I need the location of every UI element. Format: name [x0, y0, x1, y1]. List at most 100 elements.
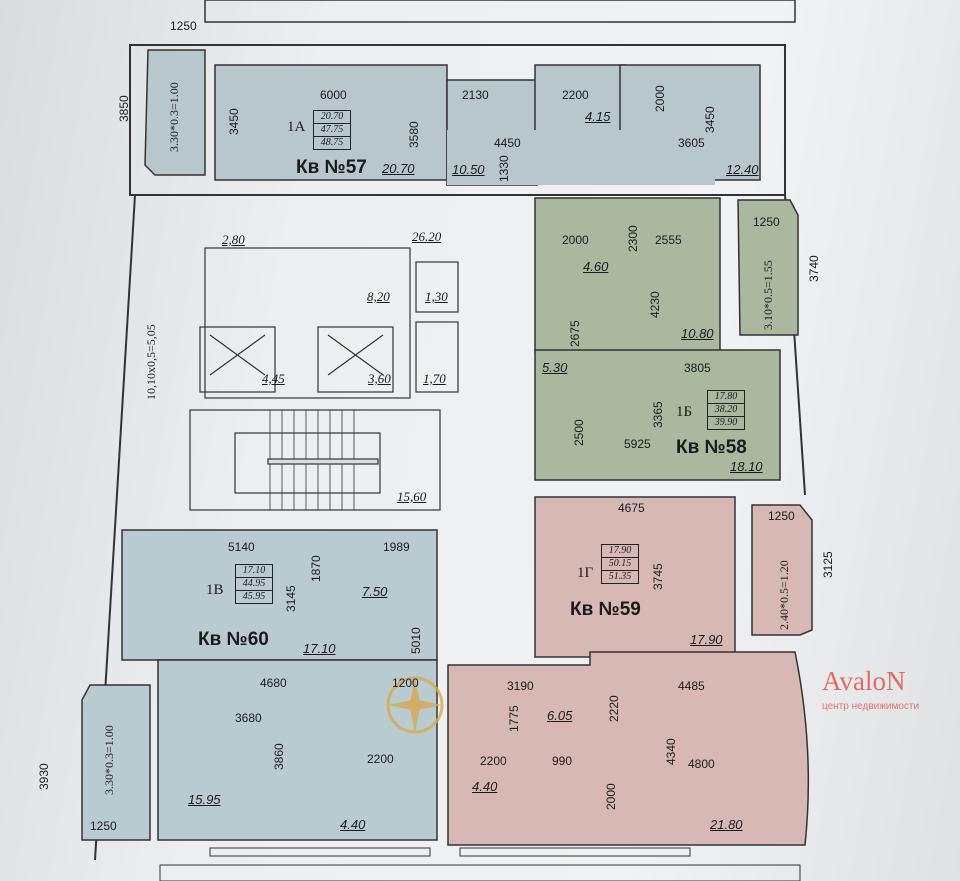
stairwell	[189, 409, 441, 511]
room-area: 4.15	[585, 109, 611, 124]
loggia-area: 10,10x0,5=5,05	[144, 324, 158, 400]
apartment-57-number: Кв №57	[296, 157, 367, 178]
dimension: 1200	[392, 676, 419, 690]
room-area: 20.70	[382, 161, 415, 176]
dimension: 1250	[170, 19, 197, 33]
room-area: 17.90	[690, 632, 723, 647]
dimension: 2200	[480, 754, 507, 768]
vestibule-area: 2,80	[222, 232, 245, 247]
dimension: 1250	[768, 509, 795, 523]
room-area: 12.40	[726, 162, 759, 177]
watermark-compass-icon	[386, 676, 444, 734]
room-area: 18.10	[730, 459, 763, 474]
dimension: 2500	[572, 419, 586, 446]
dimension: 3145	[284, 585, 298, 612]
upper-floor-fragment	[204, 0, 796, 23]
dimension: 1989	[383, 540, 410, 554]
apartment-58-shape	[534, 197, 799, 481]
apartment-57-shape	[144, 49, 761, 186]
room-area: 21.80	[710, 817, 743, 832]
room-area: 10.50	[452, 162, 485, 177]
dimension: 2220	[607, 695, 621, 722]
room-area: 4.60	[583, 259, 609, 274]
balcony-area: 2.40*0.5=1.20	[777, 560, 791, 630]
dimension: 2000	[562, 233, 589, 247]
apartment-57-type: 1A	[287, 119, 306, 135]
apartment-59-type: 1Г	[577, 565, 594, 581]
dimension: 4675	[618, 501, 645, 515]
dimension: 3450	[227, 108, 241, 135]
watermark-logo: AvaloN	[822, 666, 906, 696]
dimension: 6000	[320, 88, 347, 102]
dimension: 3860	[272, 743, 286, 770]
dimension: 3930	[37, 763, 51, 790]
room-area: 4.40	[340, 817, 366, 832]
dimension: 4680	[260, 676, 287, 690]
dimension: 1250	[90, 819, 117, 833]
corridor-area: 26.20	[412, 229, 442, 244]
dimension: 4230	[648, 291, 662, 318]
dimension: 2200	[562, 88, 589, 102]
dimension: 1775	[507, 705, 521, 732]
shaft-area: 1,30	[425, 289, 448, 304]
balcony-area: 3.30*0.3=1.00	[102, 725, 116, 795]
room-area: 7.50	[362, 584, 388, 599]
outer-wall-top	[129, 44, 786, 196]
lift-1	[199, 326, 276, 393]
balcony-area: 3.10*0.5=1.55	[761, 260, 775, 330]
apartment-60-number: Кв №60	[198, 629, 269, 650]
dimension: 4485	[678, 679, 705, 693]
watermark-subtitle: центр недвижимости	[822, 701, 920, 712]
apartment-58-number: Кв №58	[676, 437, 747, 458]
apartment-59-shape	[447, 496, 813, 846]
lift-area: 3,60	[368, 371, 391, 386]
dimension: 1870	[309, 555, 323, 582]
apartment-60-shape	[81, 529, 438, 841]
window-strip	[159, 847, 801, 881]
dimension: 2000	[604, 783, 618, 810]
room-area: 6.05	[547, 708, 573, 723]
balcony-area: 3.30*0.3=1.00	[167, 82, 181, 152]
dimension: 1250	[753, 215, 780, 229]
dimension: 3680	[235, 711, 262, 725]
room-area: 17.10	[303, 641, 336, 656]
dimension: 3125	[821, 551, 835, 578]
dimension: 3850	[117, 95, 131, 122]
dimension: 4340	[664, 738, 678, 765]
dimension: 4450	[494, 136, 521, 150]
dimension: 3605	[678, 136, 705, 150]
dimension: 3745	[651, 563, 665, 590]
dimension: 2675	[568, 320, 582, 347]
room-area: 4.40	[472, 779, 498, 794]
dimension: 2200	[367, 752, 394, 766]
dimension: 3805	[684, 361, 711, 375]
dimension: 3450	[703, 106, 717, 133]
dimension: 3740	[807, 255, 821, 282]
lift-2	[317, 326, 394, 393]
dimension: 2000	[653, 85, 667, 112]
building-core	[189, 247, 459, 511]
dimension: 1330	[497, 155, 511, 182]
dimension: 2130	[462, 88, 489, 102]
dimension: 990	[552, 754, 573, 768]
apartment-59-number: Кв №59	[570, 599, 641, 620]
apartment-60-type: 1В	[206, 582, 224, 598]
lift-area: 4,45	[262, 371, 285, 386]
hall-area: 8,20	[367, 289, 390, 304]
dimension: 4800	[688, 757, 715, 771]
room-area: 10.80	[681, 326, 714, 341]
dimension: 5010	[409, 627, 423, 654]
room-area: 15.95	[188, 792, 221, 807]
dimension: 5140	[228, 540, 255, 554]
room-area: 5.30	[542, 360, 568, 375]
dimension: 3365	[651, 401, 665, 428]
stairwell-area: 15,60	[397, 489, 427, 504]
dimension: 2300	[626, 225, 640, 252]
dimension: 3190	[507, 679, 534, 693]
dimension: 5925	[624, 437, 651, 451]
dimension: 3580	[407, 121, 421, 148]
